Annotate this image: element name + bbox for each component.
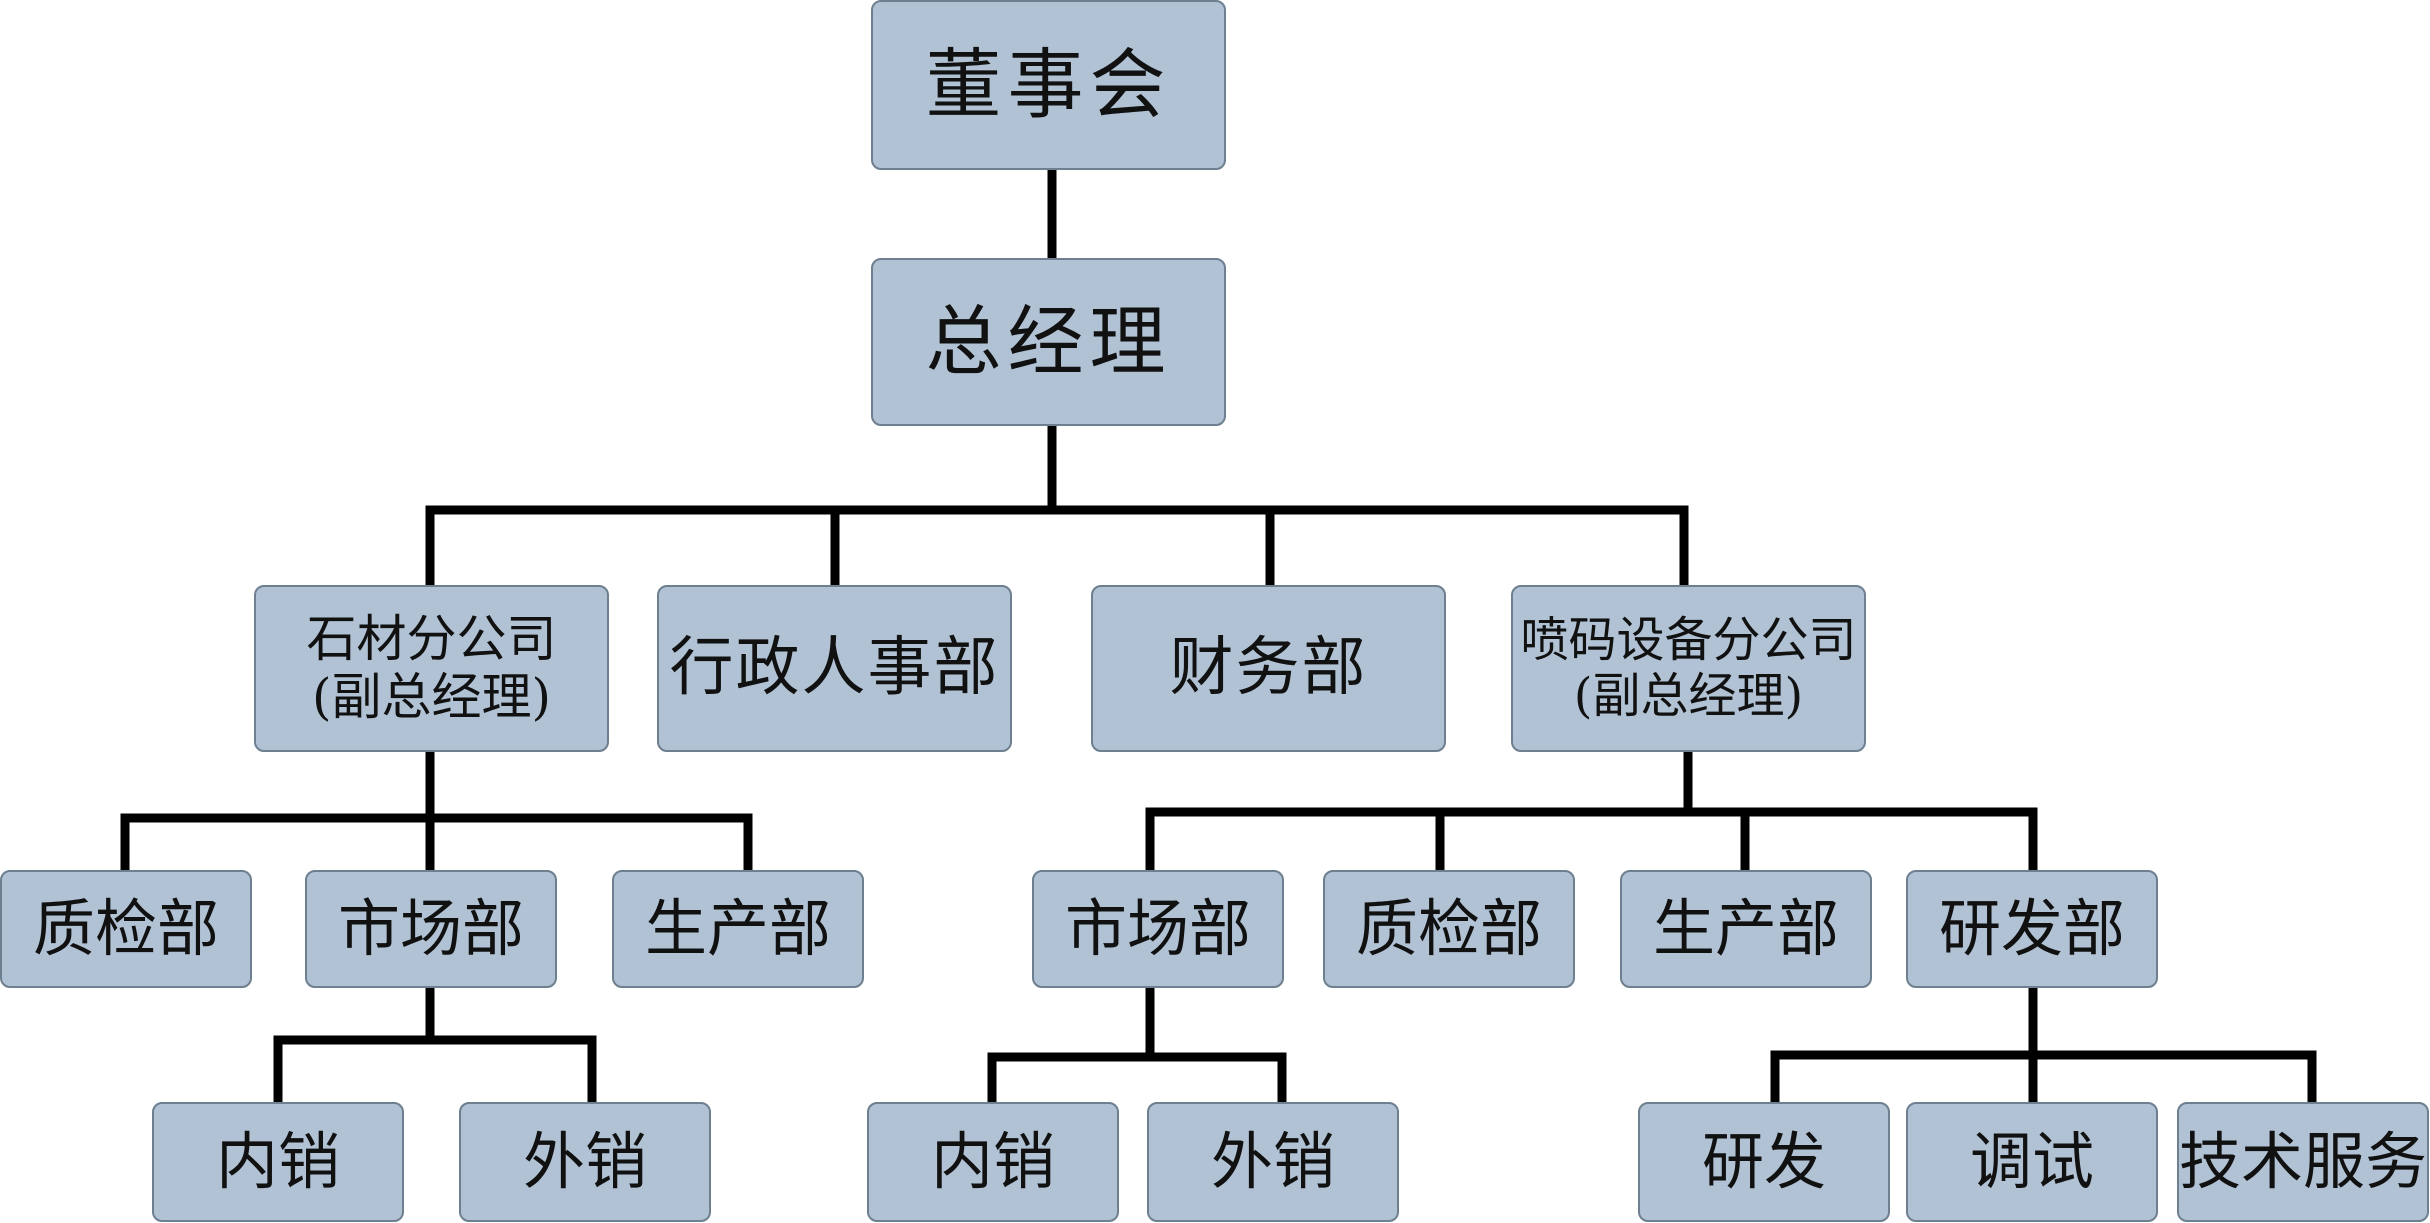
node-inkjet-export-label: 外销 bbox=[1210, 1125, 1335, 1199]
node-inkjet-market-label: 市场部 bbox=[1064, 892, 1251, 966]
node-tech-service: 技术服务 bbox=[2177, 1102, 2429, 1222]
node-stone-company: 石材分公司 (副总经理) bbox=[254, 585, 609, 752]
node-stone-production-label: 生产部 bbox=[644, 892, 831, 966]
node-board-label: 董事会 bbox=[925, 40, 1172, 130]
node-stone-export: 外销 bbox=[459, 1102, 711, 1222]
node-general-manager-label: 总经理 bbox=[925, 297, 1172, 387]
node-stone-export-label: 外销 bbox=[522, 1125, 647, 1199]
node-stone-company-sub: (副总经理) bbox=[311, 667, 551, 726]
node-inkjet-qc-label: 质检部 bbox=[1355, 892, 1542, 966]
node-general-manager: 总经理 bbox=[871, 258, 1226, 426]
node-inkjet-company: 喷码设备分公司 (副总经理) bbox=[1511, 585, 1866, 752]
node-inkjet-rd-dept-label: 研发部 bbox=[1938, 892, 2125, 966]
node-board: 董事会 bbox=[871, 0, 1226, 170]
node-admin-hr: 行政人事部 bbox=[657, 585, 1012, 752]
node-admin-hr-label: 行政人事部 bbox=[669, 630, 1000, 705]
node-inkjet-export: 外销 bbox=[1147, 1102, 1399, 1222]
node-stone-qc-label: 质检部 bbox=[32, 892, 219, 966]
node-stone-qc: 质检部 bbox=[0, 870, 252, 988]
node-finance-label: 财务部 bbox=[1169, 630, 1368, 705]
node-inkjet-qc: 质检部 bbox=[1323, 870, 1575, 988]
node-inkjet-company-label: 喷码设备分公司 bbox=[1520, 612, 1857, 669]
node-debug: 调试 bbox=[1906, 1102, 2158, 1222]
node-debug-label: 调试 bbox=[1969, 1125, 2094, 1199]
node-stone-market-label: 市场部 bbox=[337, 892, 524, 966]
node-stone-domestic-label: 内销 bbox=[215, 1125, 340, 1199]
node-inkjet-domestic: 内销 bbox=[867, 1102, 1119, 1222]
node-rd-label: 研发 bbox=[1701, 1125, 1826, 1199]
node-inkjet-production-label: 生产部 bbox=[1652, 892, 1839, 966]
node-finance: 财务部 bbox=[1091, 585, 1446, 752]
node-rd: 研发 bbox=[1638, 1102, 1890, 1222]
node-stone-market: 市场部 bbox=[305, 870, 557, 988]
node-inkjet-production: 生产部 bbox=[1620, 870, 1872, 988]
node-inkjet-market: 市场部 bbox=[1032, 870, 1284, 988]
node-tech-service-label: 技术服务 bbox=[2179, 1125, 2428, 1199]
node-stone-production: 生产部 bbox=[612, 870, 864, 988]
node-stone-company-label: 石材分公司 bbox=[306, 610, 557, 668]
node-inkjet-rd-dept: 研发部 bbox=[1906, 870, 2158, 988]
node-inkjet-company-sub: (副总经理) bbox=[1573, 667, 1804, 724]
node-inkjet-domestic-label: 内销 bbox=[930, 1125, 1055, 1199]
node-stone-domestic: 内销 bbox=[152, 1102, 404, 1222]
